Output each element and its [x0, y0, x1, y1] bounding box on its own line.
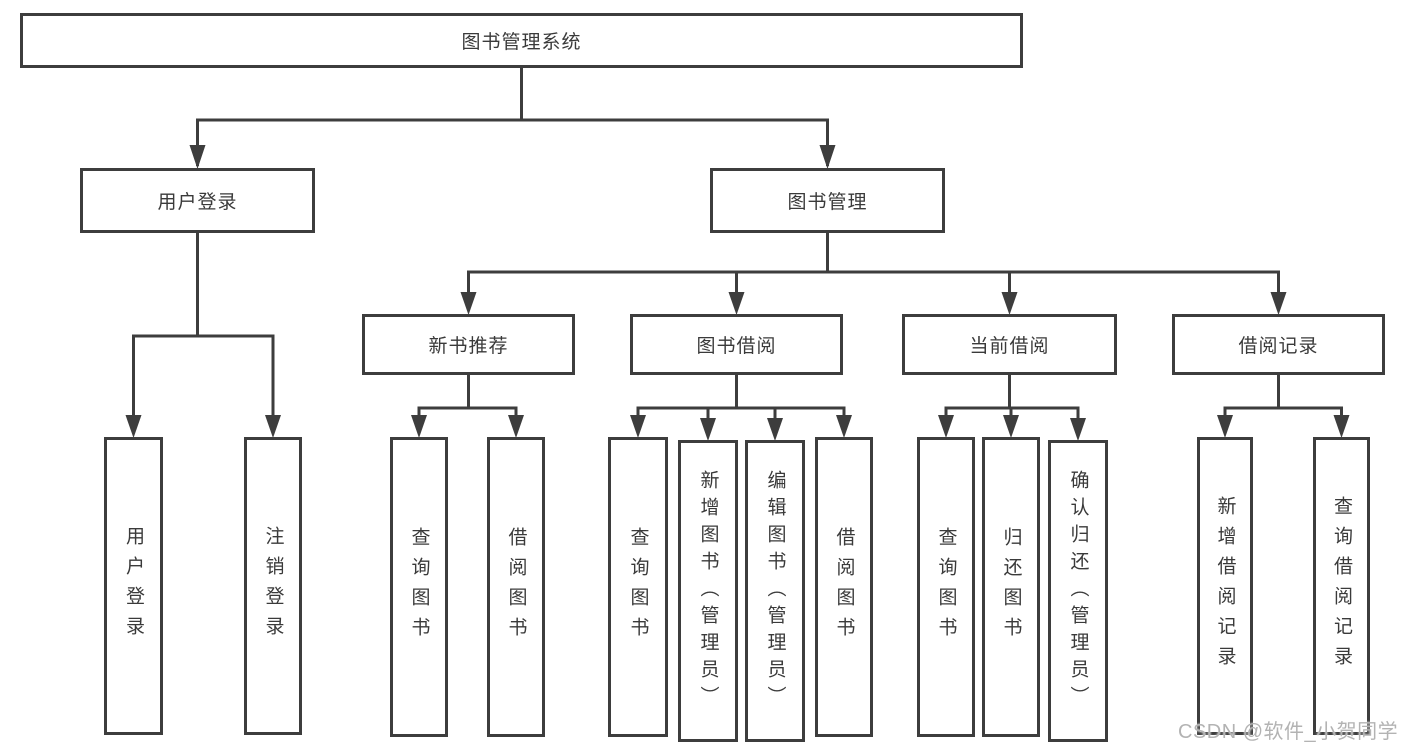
leaf-borrow-books: 借阅图书 [815, 437, 873, 737]
node-root: 图书管理系统 [20, 13, 1023, 68]
node-book-borrow: 图书借阅 [630, 314, 843, 375]
leaf-query-books-recommend: 查询图书 [390, 437, 448, 737]
leaf-add-books-admin: 新增图书（管理员） [678, 440, 738, 742]
arrowheads [125, 145, 1350, 441]
connector-paths [132, 68, 1343, 436]
node-user-login: 用户登录 [80, 168, 315, 233]
leaf-borrow-books-recommend: 借阅图书 [487, 437, 545, 737]
node-book-management: 图书管理 [710, 168, 945, 233]
node-current-borrow: 当前借阅 [902, 314, 1117, 375]
leaf-edit-books-admin: 编辑图书（管理员） [745, 440, 805, 742]
leaf-logout: 注销登录 [244, 437, 302, 735]
csdn-watermark: CSDN @软件_小贺同学 [1178, 721, 1399, 743]
leaf-query-borrow-record: 查询借阅记录 [1313, 437, 1370, 735]
leaf-query-books-current: 查询图书 [917, 437, 975, 737]
leaf-add-borrow-record: 新增借阅记录 [1197, 437, 1253, 735]
leaf-user-login: 用户登录 [104, 437, 163, 735]
leaf-return-books: 归还图书 [982, 437, 1040, 737]
leaf-confirm-return-admin: 确认归还（管理员） [1048, 440, 1108, 742]
node-borrow-records: 借阅记录 [1172, 314, 1385, 375]
node-new-book-recommend: 新书推荐 [362, 314, 575, 375]
leaf-query-books-borrow: 查询图书 [608, 437, 668, 737]
